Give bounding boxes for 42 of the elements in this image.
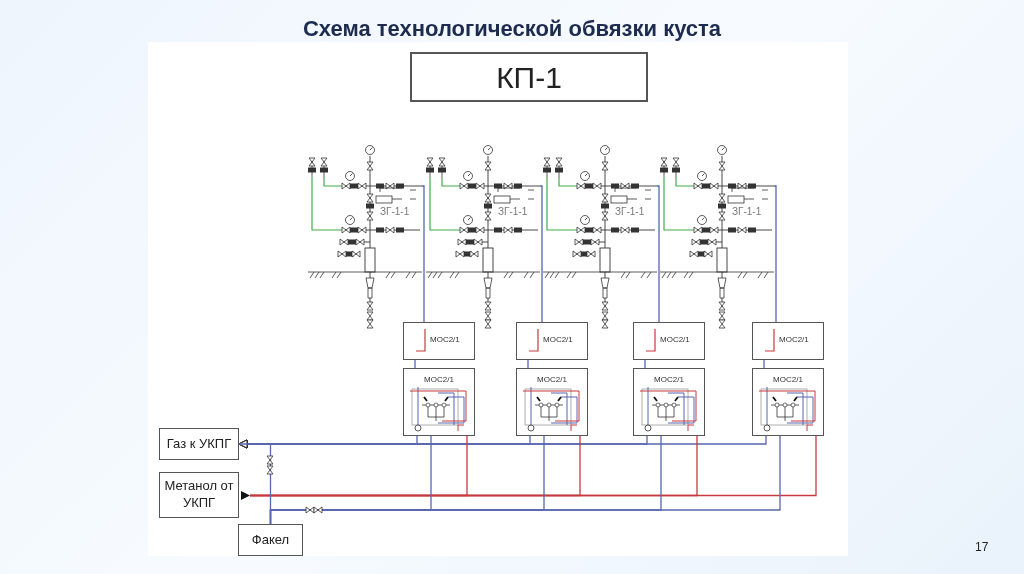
pipe-line [238,443,272,525]
box-label: Факел [251,531,290,549]
module-box [752,322,824,360]
module-label: МОС2/1 [772,375,804,384]
pipe-line [249,435,817,497]
title-box [410,52,648,102]
module-label: МОС2/1 [543,335,573,344]
flow-triangle [241,491,250,500]
pipe-line [773,185,777,323]
module-label: МОС2/1 [653,375,685,384]
module-label: МОС2/1 [423,375,455,384]
module-box [633,322,705,360]
box-label: КП-1 [496,59,562,96]
pipe-line [656,185,660,323]
pipe-line [644,359,646,369]
pipe-line [539,185,543,323]
module-label: МОС2/1 [430,335,460,344]
pipe-line [763,359,765,369]
slide-title: Схема технологической обвязки куста [301,16,723,42]
well-label: ЗГ-1-1 [498,206,528,217]
pipe-line [527,359,529,369]
module-label: МОС2/1 [536,375,568,384]
well-label: ЗГ-1-1 [732,206,762,217]
module-box [516,322,588,360]
module-label: МОС2/1 [779,335,809,344]
box-label: Газ к УКПГ [166,435,232,453]
box-label: Метанол от УКПГ [163,478,235,512]
page-number: 17 [975,540,989,554]
well-label: ЗГ-1-1 [380,206,410,217]
well-label: ЗГ-1-1 [615,206,645,217]
module-label: МОС2/1 [660,335,690,344]
pipe-line [414,359,416,369]
pipe-line [421,185,425,323]
module-box [403,322,475,360]
pipe-line [238,435,767,449]
module-box [516,368,588,436]
module-box [403,368,475,436]
process-box [159,472,239,518]
module-box [752,368,824,436]
process-box [159,428,239,460]
process-box [238,524,303,556]
module-box [633,368,705,436]
